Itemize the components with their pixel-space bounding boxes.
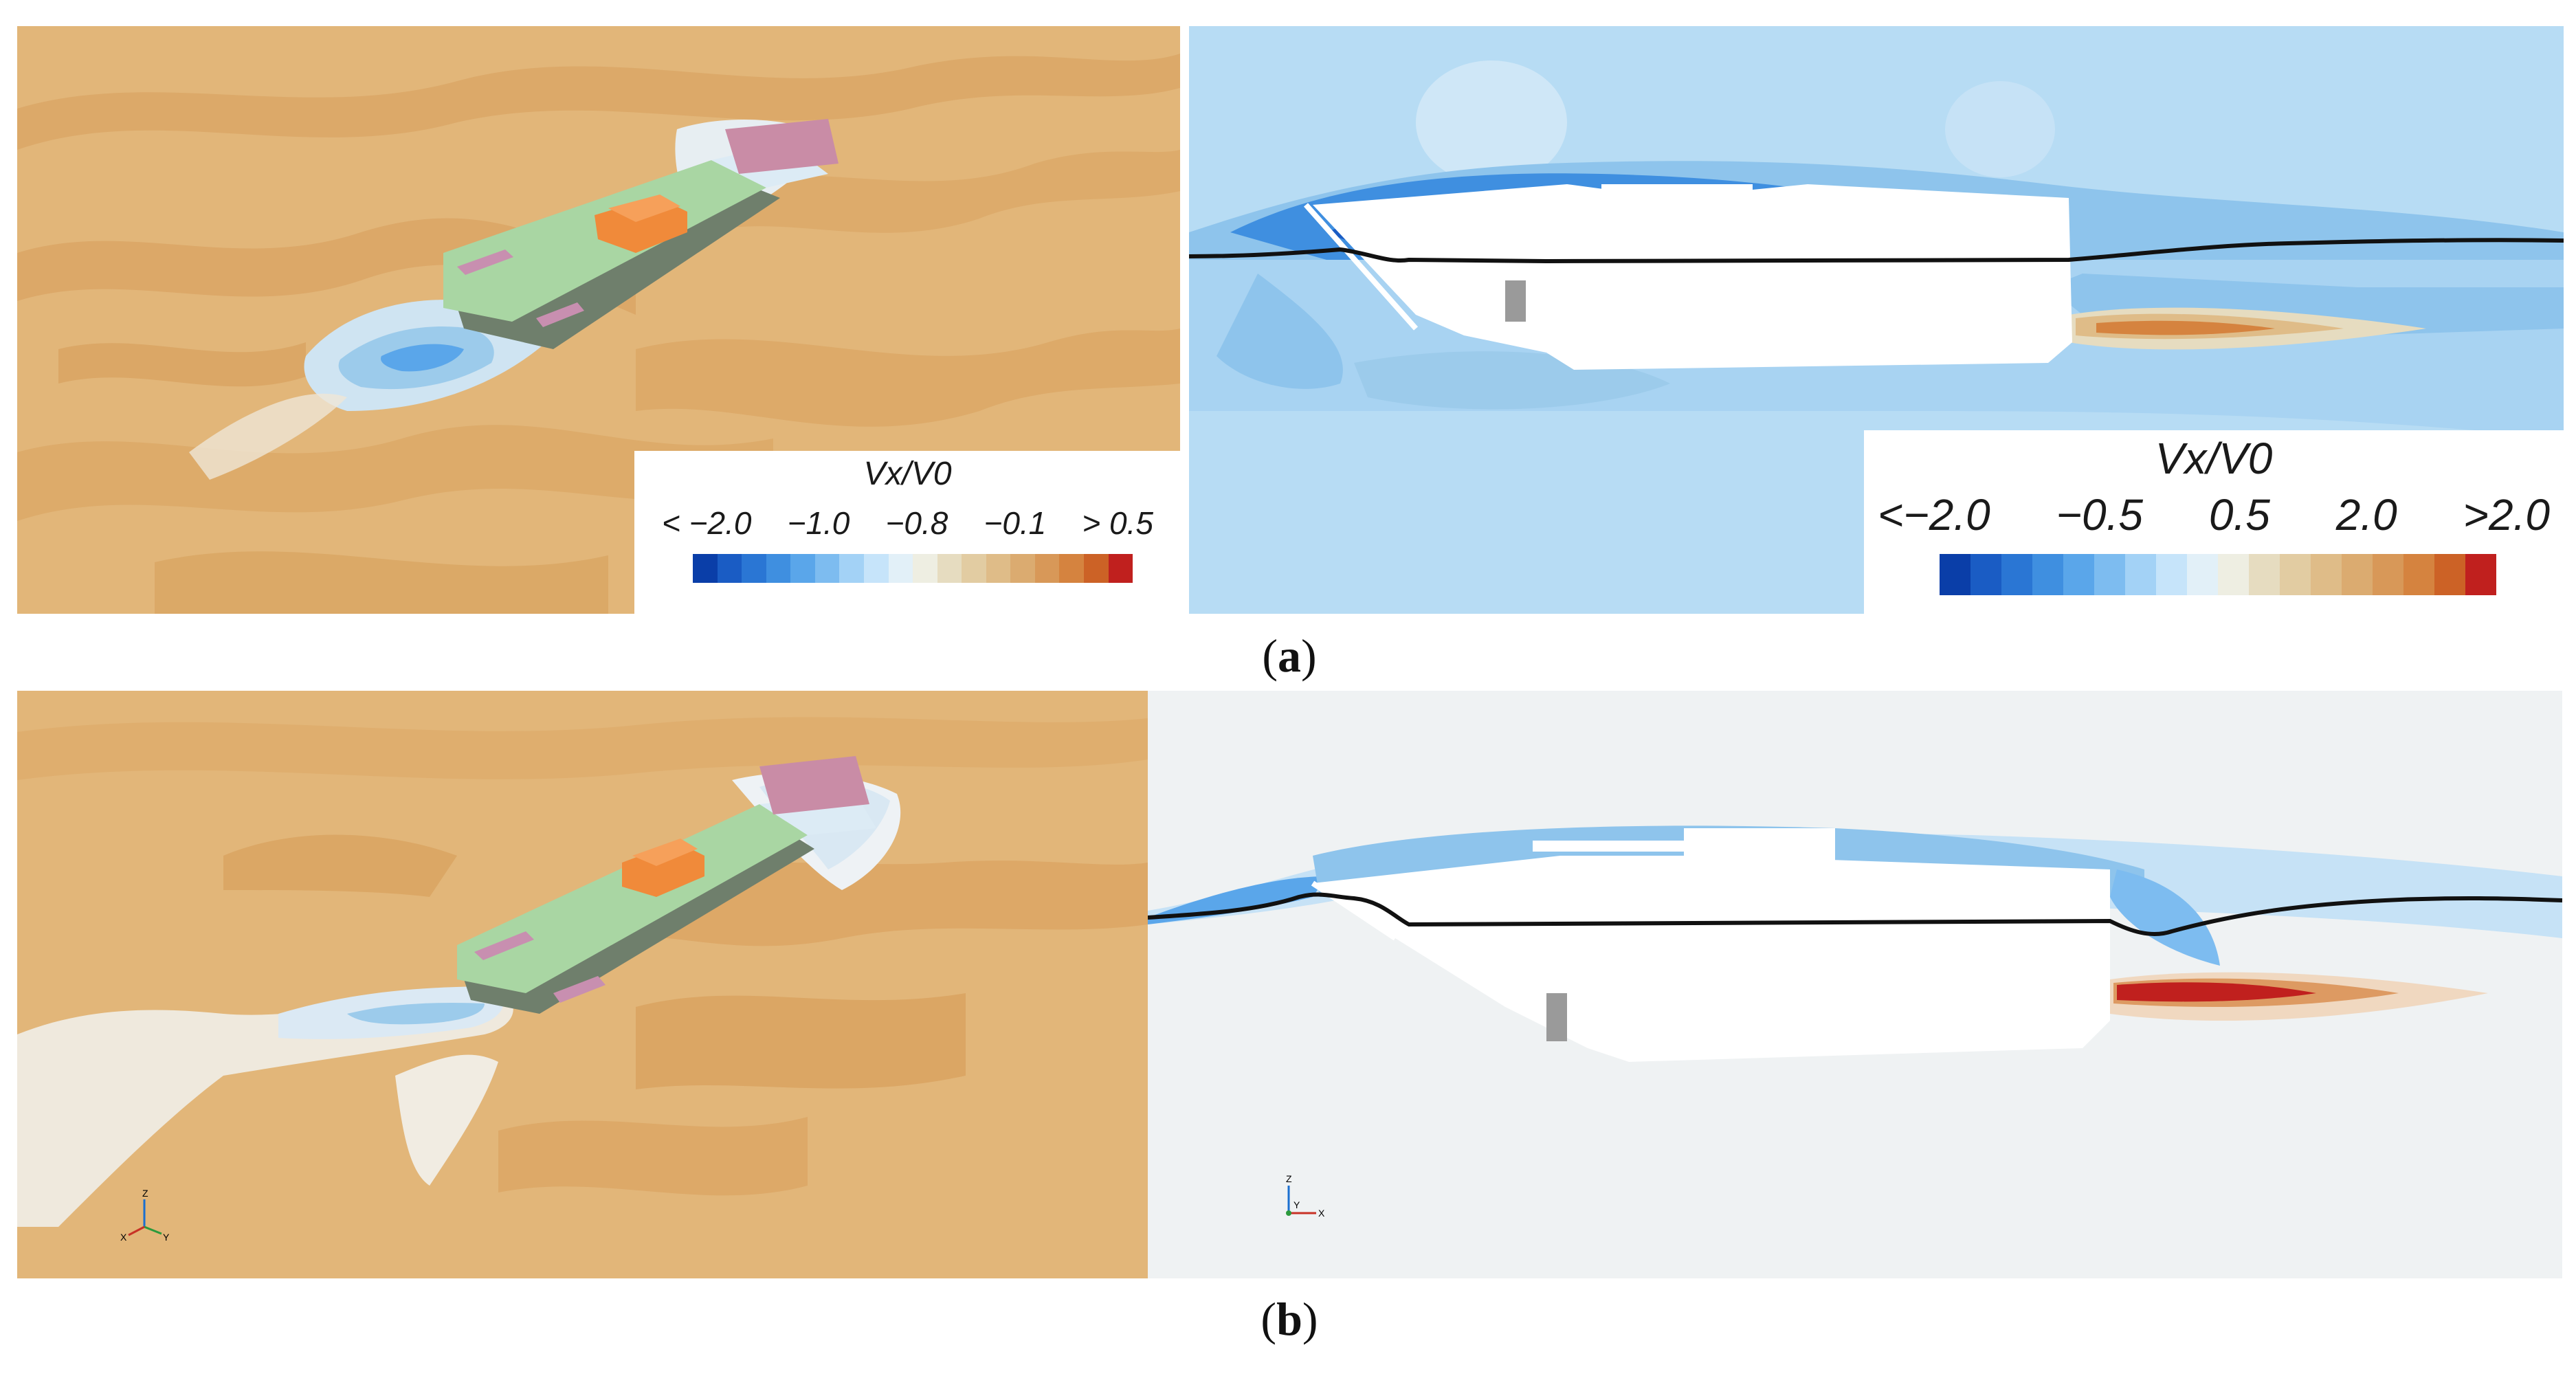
legend-color-swatch — [1084, 554, 1109, 583]
axes-triad-icon: Z Y X — [1286, 1173, 1325, 1219]
legend-tick: 0.5 — [2208, 490, 2270, 540]
legend-color-swatch — [2032, 554, 2063, 595]
axis-z-label: Z — [1286, 1173, 1292, 1184]
panel-b-right-section-view: Z Y X — [1148, 691, 2562, 1278]
legend-tick-labels: < −2.0 −1.0 −0.8 −0.1 > 0.5 — [634, 504, 1180, 542]
panel-b-left-3d-view: Z X Y — [17, 691, 1148, 1278]
axis-x-label: X — [1318, 1208, 1325, 1219]
legend-color-swatch — [863, 554, 889, 583]
panel-b-right-contour — [1148, 691, 2562, 1278]
legend-color-swatch — [2465, 554, 2496, 595]
legend-color-swatch — [2342, 554, 2373, 595]
legend-tick: > 0.5 — [1082, 505, 1153, 541]
legend-color-swatch — [2063, 554, 2094, 595]
panel-a-left-3d-view: Vx/V0 < −2.0 −1.0 −0.8 −0.1 > 0.5 — [17, 26, 1180, 614]
legend-color-swatch — [1970, 554, 2001, 595]
legend-color-swatch — [839, 554, 864, 583]
legend-color-bar — [693, 554, 1133, 583]
legend-tick-labels: <−2.0 −0.5 0.5 2.0 >2.0 — [1864, 489, 2564, 540]
caption-b: (b) — [1261, 1293, 1318, 1345]
panel-a-left-legend: Vx/V0 < −2.0 −1.0 −0.8 −0.1 > 0.5 — [634, 451, 1180, 614]
legend-color-swatch — [962, 554, 986, 583]
caption-a: (a) — [1262, 630, 1317, 682]
legend-color-swatch — [1940, 554, 1970, 595]
panel-b-left-contour — [17, 691, 1148, 1278]
legend-color-bar — [1940, 554, 2496, 595]
legend-tick: <−2.0 — [1878, 490, 1990, 540]
legend-color-swatch — [790, 554, 815, 583]
legend-color-swatch — [2249, 554, 2280, 595]
axis-z-label: Z — [142, 1188, 148, 1199]
legend-tick: >2.0 — [2463, 490, 2550, 540]
legend-color-swatch — [986, 554, 1011, 583]
legend-title: Vx/V0 — [863, 456, 952, 492]
legend-color-swatch — [1059, 554, 1084, 583]
legend-color-swatch — [2125, 554, 2156, 595]
axis-y-label: Y — [1293, 1199, 1300, 1210]
legend-color-swatch — [1034, 554, 1060, 583]
legend-color-swatch — [766, 554, 791, 583]
legend-color-swatch — [742, 554, 766, 583]
legend-color-swatch — [2001, 554, 2032, 595]
axis-y-label: Y — [163, 1232, 170, 1243]
legend-color-swatch — [1108, 554, 1133, 583]
legend-tick: −0.1 — [984, 505, 1047, 541]
legend-color-swatch — [2094, 554, 2125, 595]
legend-tick: −1.0 — [787, 505, 850, 541]
legend-title: Vx/V0 — [2155, 434, 2273, 483]
legend-color-swatch — [2187, 554, 2218, 595]
legend-color-swatch — [2311, 554, 2342, 595]
panel-a-left-contour — [17, 26, 1180, 614]
legend-color-swatch — [888, 554, 913, 583]
legend-color-swatch — [2218, 554, 2249, 595]
panel-a-right-section-view: Vx/V0 <−2.0 −0.5 0.5 2.0 >2.0 — [1189, 26, 2564, 614]
legend-tick: 2.0 — [2335, 490, 2397, 540]
legend-color-swatch — [2280, 554, 2311, 595]
legend-color-swatch — [814, 554, 840, 583]
legend-color-swatch — [693, 554, 718, 583]
panel-a-right-legend: Vx/V0 <−2.0 −0.5 0.5 2.0 >2.0 — [1864, 430, 2564, 614]
legend-color-swatch — [2156, 554, 2187, 595]
legend-color-swatch — [2373, 554, 2403, 595]
legend-tick: < −2.0 — [662, 505, 752, 541]
axes-triad-icon: Z X Y — [120, 1188, 170, 1243]
legend-color-swatch — [1010, 554, 1035, 583]
axis-x-label: X — [120, 1232, 127, 1243]
legend-tick: −0.5 — [2056, 490, 2143, 540]
legend-color-swatch — [2434, 554, 2465, 595]
legend-color-swatch — [937, 554, 962, 583]
legend-tick: −0.8 — [885, 505, 948, 541]
legend-color-swatch — [717, 554, 742, 583]
legend-color-swatch — [2403, 554, 2434, 595]
legend-color-swatch — [913, 554, 937, 583]
